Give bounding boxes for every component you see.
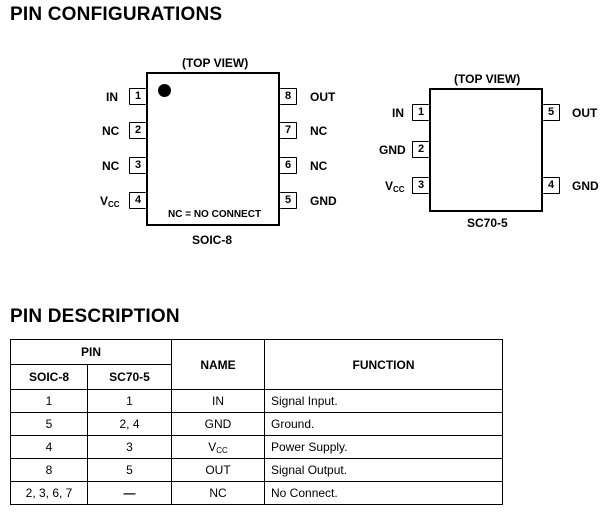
pin-name: NC <box>310 124 328 138</box>
soic8-nc-note: NC = NO CONNECT <box>168 209 262 220</box>
cell-name: GND <box>171 412 265 436</box>
pin-number: 2 <box>129 122 146 139</box>
pin-number: 1 <box>129 88 146 105</box>
pin-name: GND <box>379 143 406 157</box>
cell-soic8: 8 <box>10 458 88 482</box>
cell-function: Signal Output. <box>264 458 503 482</box>
pin-name: IN <box>392 106 404 120</box>
sc70-top-view-label: (TOP VIEW) <box>454 72 521 86</box>
pin-number: 7 <box>280 122 297 139</box>
pin-number: 5 <box>543 104 560 121</box>
pin-number: 2 <box>412 141 429 158</box>
pin-name: IN <box>106 90 118 104</box>
cell-sc70: 3 <box>87 435 172 459</box>
pin-name: NC <box>102 159 120 173</box>
table-row: 4 3 VCC Power Supply. <box>10 435 503 459</box>
header-pin: PIN <box>10 339 172 365</box>
pin-description-heading: PIN DESCRIPTION <box>10 306 180 327</box>
cell-soic8: 2, 3, 6, 7 <box>10 481 88 505</box>
sc70-package-label: SC70-5 <box>467 216 508 230</box>
cell-sc70: 1 <box>87 389 172 413</box>
cell-function: Signal Input. <box>264 389 503 413</box>
pin-number: 4 <box>543 177 560 194</box>
pin-number: 4 <box>129 192 146 209</box>
cell-name: IN <box>171 389 265 413</box>
cell-sc70: 5 <box>87 458 172 482</box>
pin-number: 6 <box>280 157 297 174</box>
pin-name: GND <box>310 194 337 208</box>
table-row: 5 2, 4 GND Ground. <box>10 412 503 436</box>
table-row: 1 1 IN Signal Input. <box>10 389 503 413</box>
cell-sc70: 2, 4 <box>87 412 172 436</box>
cell-name: VCC <box>171 435 265 459</box>
cell-function: No Connect. <box>264 481 503 505</box>
pin-name: GND <box>572 179 599 193</box>
pin-name: NC <box>102 124 120 138</box>
cell-name: OUT <box>171 458 265 482</box>
pin-name: NC <box>310 159 328 173</box>
header-sc70: SC70-5 <box>87 364 172 390</box>
cell-name: NC <box>171 481 265 505</box>
sc70-package-body <box>429 88 543 212</box>
cell-sc70: — <box>87 481 172 505</box>
soic8-package-body: NC = NO CONNECT <box>146 72 280 226</box>
header-function: FUNCTION <box>264 339 503 390</box>
pin-number: 3 <box>129 157 146 174</box>
cell-soic8: 5 <box>10 412 88 436</box>
header-soic8: SOIC-8 <box>10 364 88 390</box>
pin-number: 3 <box>412 177 429 194</box>
soic8-top-view-label: (TOP VIEW) <box>182 56 249 70</box>
cell-soic8: 4 <box>10 435 88 459</box>
pin-name: OUT <box>310 90 336 104</box>
pin-configurations-heading: PIN CONFIGURATIONS <box>10 4 223 25</box>
cell-function: Power Supply. <box>264 435 503 459</box>
table-row: 8 5 OUT Signal Output. <box>10 458 503 482</box>
table-row: 2, 3, 6, 7 — NC No Connect. <box>10 481 503 505</box>
cell-soic8: 1 <box>10 389 88 413</box>
pin-number: 1 <box>412 104 429 121</box>
soic8-package-label: SOIC-8 <box>192 233 233 247</box>
pin-name: OUT <box>572 106 598 120</box>
pin-name: VCC <box>385 179 405 194</box>
cell-function: Ground. <box>264 412 503 436</box>
pin1-marker-dot <box>158 84 171 97</box>
pin-number: 8 <box>280 88 297 105</box>
pin-number: 5 <box>280 192 297 209</box>
header-name: NAME <box>171 339 265 390</box>
pin-description-table: PIN NAME FUNCTION SOIC-8 SC70-5 1 1 IN S… <box>10 339 503 505</box>
pin-name: VCC <box>100 194 120 209</box>
